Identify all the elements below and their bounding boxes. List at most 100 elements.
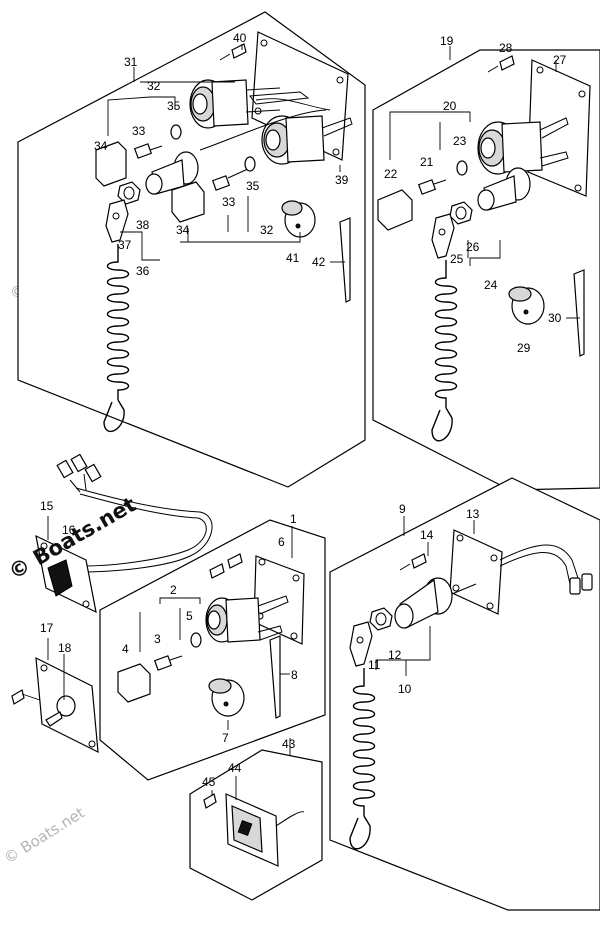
callout-5: 5 — [186, 609, 193, 623]
lanyard-coil — [434, 260, 458, 408]
screw — [499, 55, 515, 71]
callout-13: 13 — [466, 507, 480, 521]
lanyard-hook — [103, 399, 125, 433]
callout-35: 35 — [167, 99, 181, 113]
cable-tie — [269, 635, 281, 719]
callout-32: 32 — [147, 79, 161, 93]
callout-1: 1 — [290, 512, 297, 526]
callout-33: 33 — [222, 195, 236, 209]
callout-12: 12 — [388, 648, 402, 662]
emergency-stop-switch — [394, 577, 477, 629]
callout-2: 2 — [170, 583, 177, 597]
trim-sender — [56, 695, 76, 717]
lanyard-hook — [349, 815, 371, 850]
callout-17: 17 — [40, 621, 54, 635]
callout-26: 26 — [466, 240, 480, 254]
callout-4: 4 — [122, 642, 129, 656]
callout-24: 24 — [484, 278, 498, 292]
panel-single-switch-kit: 19 28 27 20 23 21 22 26 25 24 30 29 — [372, 34, 600, 491]
wire-harness — [75, 487, 213, 573]
panel-stop-switch-kit: 9 13 14 12 11 10 — [329, 477, 600, 911]
connector — [56, 459, 74, 479]
callout-27: 27 — [553, 53, 567, 67]
lanyard-coil — [106, 244, 130, 400]
callout-22: 22 — [384, 167, 398, 181]
callout-34: 34 — [176, 223, 190, 237]
washer — [170, 124, 182, 140]
callout-18: 18 — [58, 641, 72, 655]
callout-14: 14 — [420, 528, 434, 542]
panel-lamp-switch: 43 44 45 — [189, 737, 323, 901]
rocker-switch — [47, 559, 73, 597]
callout-33: 33 — [132, 124, 146, 138]
callout-38: 38 — [136, 218, 150, 232]
callout-40: 40 — [233, 31, 247, 45]
cable-tie — [339, 217, 351, 303]
cap — [208, 678, 245, 717]
callout-34: 34 — [94, 139, 108, 153]
switch-cap — [171, 181, 205, 223]
switch-cap — [377, 189, 413, 231]
panel-switch-kit: 1 6 2 5 3 4 8 7 — [99, 512, 326, 781]
lanyard-clip — [431, 213, 455, 259]
lanyard-coil — [352, 668, 376, 816]
ignition-switch — [477, 117, 569, 175]
callout-9: 9 — [399, 502, 406, 516]
lanyard-clip — [105, 199, 129, 243]
key — [211, 175, 231, 191]
callout-28: 28 — [499, 41, 513, 55]
callout-37: 37 — [118, 238, 132, 252]
ignition-switch — [189, 79, 310, 129]
screw — [11, 689, 25, 705]
callout-10: 10 — [398, 682, 412, 696]
emergency-stop-switch — [145, 151, 199, 195]
connector — [569, 577, 581, 595]
callout-6: 6 — [278, 535, 285, 549]
indicator-window — [237, 820, 253, 836]
callout-20: 20 — [443, 99, 457, 113]
washer — [190, 632, 202, 648]
panel-outline — [329, 477, 600, 911]
watermark: © Boats.net — [1, 804, 88, 868]
cap — [508, 286, 545, 325]
key — [417, 179, 437, 195]
washer — [456, 160, 468, 176]
lanyard-hook — [431, 407, 453, 442]
callout-8: 8 — [291, 668, 298, 682]
mounting-plate — [449, 529, 503, 615]
callout-35: 35 — [246, 179, 260, 193]
callout-41: 41 — [286, 251, 300, 265]
screw — [231, 43, 247, 59]
lanyard-clip — [349, 621, 373, 667]
callout-16: 16 — [62, 523, 76, 537]
callout-36: 36 — [136, 264, 150, 278]
connector — [70, 453, 88, 473]
callout-42: 42 — [312, 255, 326, 269]
nut — [369, 607, 393, 631]
callout-15: 15 — [40, 499, 54, 513]
key — [133, 143, 153, 159]
callout-29: 29 — [517, 341, 531, 355]
switch-cap — [95, 141, 127, 187]
screw — [209, 563, 225, 579]
callout-25: 25 — [450, 252, 464, 266]
screw — [203, 793, 217, 809]
screw — [227, 553, 243, 569]
callout-3: 3 — [154, 632, 161, 646]
callout-19: 19 — [440, 34, 454, 48]
callout-7: 7 — [222, 731, 229, 745]
stop-switch — [199, 109, 353, 165]
connector — [84, 463, 102, 483]
callout-21: 21 — [420, 155, 434, 169]
emergency-stop-switch — [477, 167, 531, 211]
callout-31: 31 — [124, 55, 138, 69]
callout-23: 23 — [453, 134, 467, 148]
connector — [581, 573, 593, 591]
switch-cap — [117, 663, 151, 703]
key — [153, 655, 173, 671]
callout-11: 11 — [368, 658, 381, 672]
callout-39: 39 — [335, 173, 349, 187]
nut — [117, 181, 141, 205]
callout-30: 30 — [548, 311, 562, 325]
